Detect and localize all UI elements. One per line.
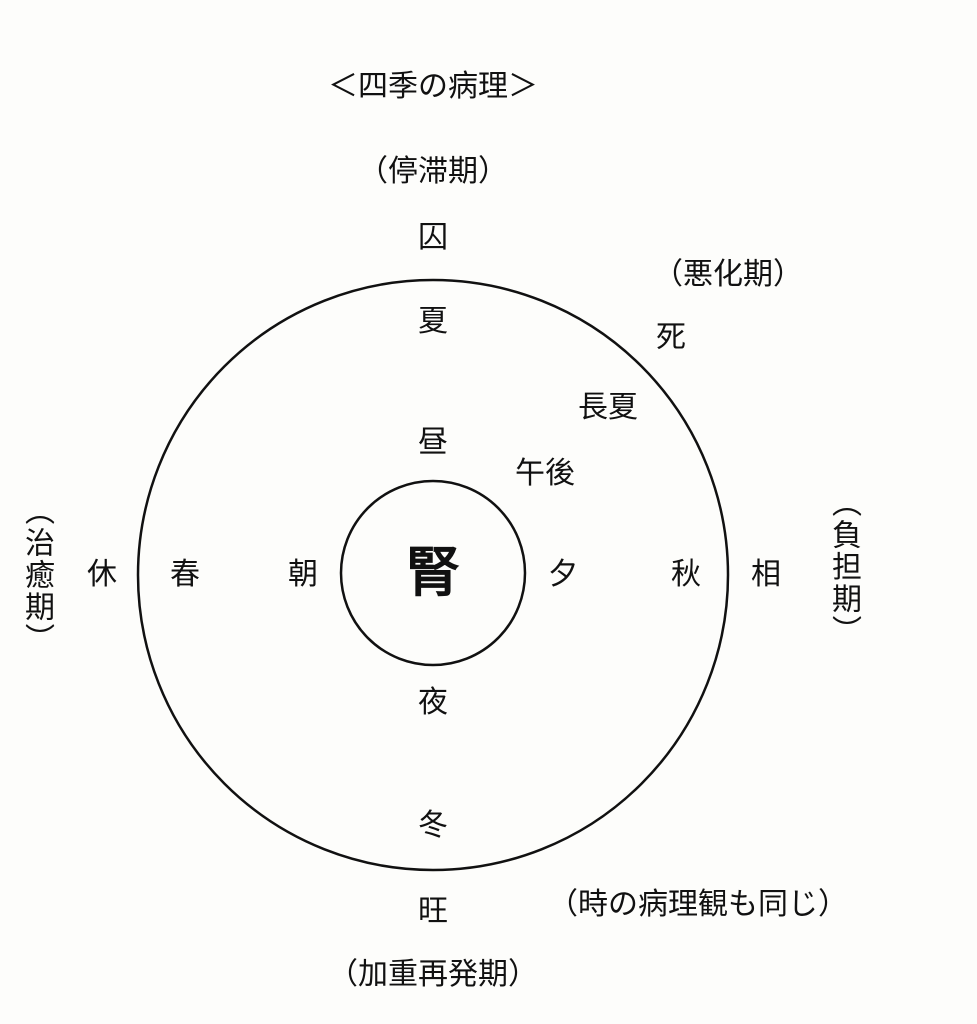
time-noon: 昼 xyxy=(418,425,448,460)
phase-upper-right: （悪化期） xyxy=(653,257,803,292)
diagram-title: ＜四季の病理＞ xyxy=(328,69,538,104)
season-late-summer: 長夏 xyxy=(578,390,638,425)
season-winter: 冬 xyxy=(418,808,448,843)
state-top: 囚 xyxy=(418,220,448,255)
season-summer: 夏 xyxy=(418,304,448,339)
center-organ: 腎 xyxy=(406,541,460,604)
phase-top: （停滞期） xyxy=(358,154,508,189)
time-afternoon: 午後 xyxy=(515,456,575,491)
state-right: 相 xyxy=(751,557,781,592)
state-bottom: 旺 xyxy=(418,894,448,929)
outer-circle xyxy=(136,278,730,872)
inner-circle xyxy=(339,479,527,667)
state-upper-right: 死 xyxy=(656,320,686,355)
state-left: 休 xyxy=(87,557,117,592)
time-morning: 朝 xyxy=(288,557,318,592)
season-spring: 春 xyxy=(170,557,200,592)
phase-bottom: （加重再発期） xyxy=(328,957,538,992)
season-autumn: 秋 xyxy=(671,557,701,592)
phase-left: （治癒期） xyxy=(19,495,54,655)
time-evening: 夕 xyxy=(548,557,578,592)
phase-right: （負担期） xyxy=(826,487,861,647)
note-text: （時の病理観も同じ） xyxy=(548,887,848,922)
time-night: 夜 xyxy=(418,685,448,720)
